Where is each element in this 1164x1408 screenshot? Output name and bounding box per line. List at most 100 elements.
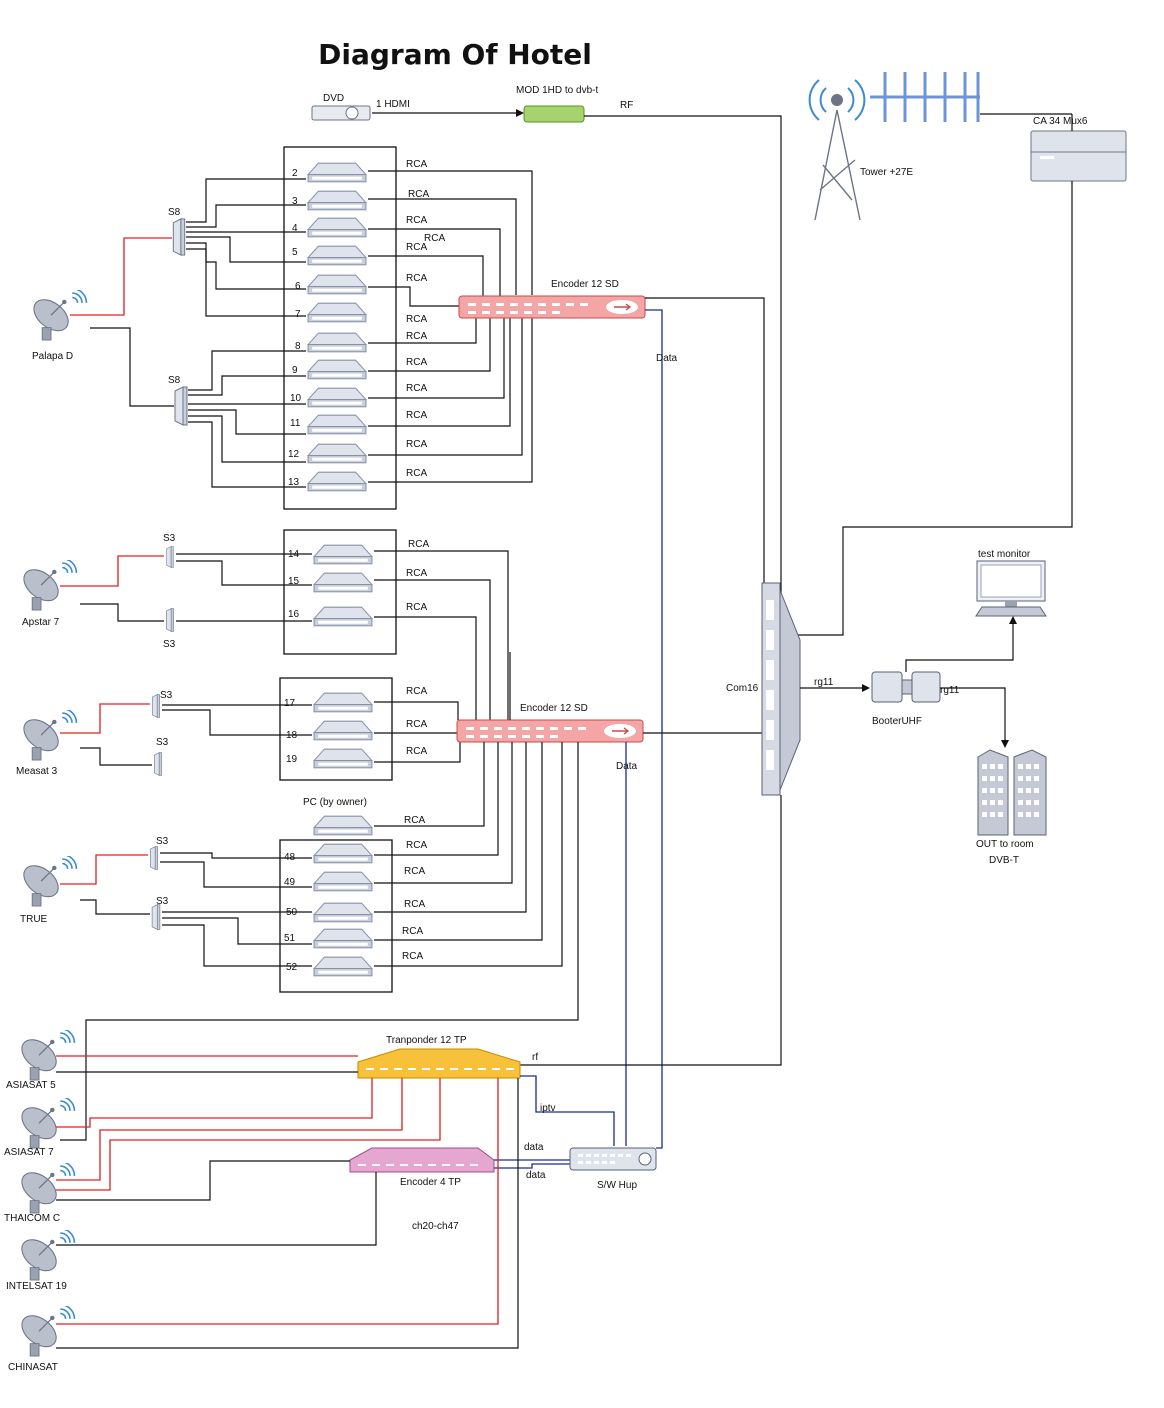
rca-label: RCA bbox=[406, 242, 427, 253]
splitter-label: S3 bbox=[156, 896, 169, 907]
receiver-number: 13 bbox=[288, 477, 300, 488]
combiner-com16: Com16 bbox=[726, 582, 801, 796]
pc-owner-label: PC (by owner) bbox=[303, 797, 367, 808]
splitter-icon bbox=[149, 846, 159, 870]
dish-icon bbox=[16, 1163, 76, 1214]
iptv-label: iptv bbox=[540, 1103, 556, 1114]
dish-label: THAICOM C bbox=[4, 1213, 60, 1224]
receiver-number: 3 bbox=[292, 196, 298, 207]
rg11-label-2: rg11 bbox=[940, 685, 960, 696]
dvbt-label: DVB-T bbox=[989, 855, 1019, 866]
tower-antenna: Tower +27E bbox=[808, 72, 980, 221]
receiver-number: 49 bbox=[284, 877, 296, 888]
encoder-1: Encoder 12 SD bbox=[458, 279, 646, 319]
receiver-number: 2 bbox=[292, 168, 298, 179]
rca-label: RCA bbox=[406, 602, 427, 613]
modulator-label: MOD 1HD to dvb-t bbox=[516, 85, 598, 96]
encoder-1-label: Encoder 12 SD bbox=[551, 279, 619, 290]
booster-label: BooterUHF bbox=[872, 716, 922, 727]
splitter-icon bbox=[166, 546, 174, 568]
rca-label: RCA bbox=[406, 468, 427, 479]
receiver-number: 11 bbox=[290, 418, 301, 429]
hdmi-label: 1 HDMI bbox=[376, 99, 410, 110]
receiver-group-2 bbox=[283, 529, 397, 655]
receivers-group-3 bbox=[313, 692, 373, 769]
transponder: Tranponder 12 TP bbox=[357, 1035, 521, 1079]
splitter-icon bbox=[172, 218, 186, 256]
splitter-label: S3 bbox=[156, 836, 169, 847]
dish-label: ASIASAT 5 bbox=[6, 1080, 56, 1091]
receiver-number: 15 bbox=[288, 576, 300, 587]
page-title: Diagram Of Hotel bbox=[318, 38, 592, 71]
encoder-2-label: Encoder 12 SD bbox=[520, 703, 588, 714]
ca-label: CA 34 Mux6 bbox=[1033, 116, 1088, 127]
building-icon: OUT to room DVB-T bbox=[976, 749, 1047, 866]
rca-label: RCA bbox=[406, 383, 427, 394]
out-room-label: OUT to room bbox=[976, 839, 1034, 850]
splitter-icon bbox=[151, 694, 161, 718]
data-lower-label-2: data bbox=[526, 1170, 546, 1181]
receiver-number: 12 bbox=[288, 449, 300, 460]
receivers-group-2 bbox=[313, 544, 373, 627]
booster-uhf: BooterUHF bbox=[871, 671, 941, 727]
rca-label: RCA bbox=[402, 951, 423, 962]
dish-icon bbox=[18, 856, 78, 907]
rca-label: RCA bbox=[406, 568, 427, 579]
splitter-icon bbox=[174, 386, 188, 426]
rf-top-label: RF bbox=[620, 100, 633, 111]
rg11-label-1: rg11 bbox=[814, 677, 834, 688]
splitter-icon bbox=[151, 904, 161, 930]
receiver-number: 7 bbox=[295, 309, 301, 320]
sw-hub-label: S/W Hup bbox=[597, 1180, 637, 1191]
splitter-icon bbox=[165, 608, 175, 632]
data-label-2: Data bbox=[616, 761, 638, 772]
dish-label: ASIASAT 7 bbox=[4, 1147, 54, 1158]
rca-label: RCA bbox=[404, 899, 425, 910]
splitter-label: S3 bbox=[156, 737, 169, 748]
splitter-label: S3 bbox=[160, 690, 173, 701]
dish-label: TRUE bbox=[20, 914, 48, 925]
dish-label: Palapa D bbox=[32, 351, 73, 362]
encoder-2: Encoder 12 SD bbox=[456, 703, 644, 743]
dish-icon bbox=[16, 1230, 76, 1281]
rca-label: RCA bbox=[406, 314, 427, 325]
rca-label: RCA bbox=[406, 719, 427, 730]
rca-label: RCA bbox=[402, 926, 423, 937]
dish-icon bbox=[18, 710, 78, 761]
dish-icon bbox=[18, 560, 78, 611]
rca-label: RCA bbox=[406, 840, 427, 851]
splitter-icon bbox=[153, 752, 163, 776]
receivers-group-1 bbox=[307, 162, 367, 492]
receiver-number: 8 bbox=[295, 341, 301, 352]
rca-label: RCA bbox=[406, 686, 427, 697]
data-label-1: Data bbox=[656, 353, 678, 364]
splitter-label: S3 bbox=[163, 533, 176, 544]
rca-label: RCA bbox=[424, 233, 445, 244]
receiver-number: 5 bbox=[292, 247, 298, 258]
rca-label: RCA bbox=[406, 746, 427, 757]
rca-label: RCA bbox=[404, 815, 425, 826]
receiver-number: 10 bbox=[290, 393, 302, 404]
transponder-label: Tranponder 12 TP bbox=[386, 1035, 467, 1046]
encoder-4tp-label: Encoder 4 TP bbox=[400, 1177, 461, 1188]
ca-mux-device: CA 34 Mux6 bbox=[1030, 116, 1127, 182]
rca-label: RCA bbox=[406, 331, 427, 342]
dish-label: Apstar 7 bbox=[22, 617, 60, 628]
splitter-label: S3 bbox=[163, 639, 176, 650]
rca-label: RCA bbox=[406, 159, 427, 170]
channels-label: ch20-ch47 bbox=[412, 1221, 459, 1232]
receiver-number: 19 bbox=[286, 754, 298, 765]
splitter-label: S8 bbox=[168, 207, 181, 218]
receiver-number: 9 bbox=[292, 365, 298, 376]
rca-label: RCA bbox=[406, 439, 427, 450]
dish-label: CHINASAT bbox=[8, 1362, 58, 1373]
receiver-number: 4 bbox=[292, 223, 298, 234]
receiver-number: 16 bbox=[288, 609, 300, 620]
receiver-group-3 bbox=[279, 677, 393, 781]
receiver-number: 51 bbox=[284, 933, 296, 944]
rca-label: RCA bbox=[406, 410, 427, 421]
receiver-number: 6 bbox=[295, 281, 301, 292]
receiver-group-1 bbox=[283, 146, 397, 510]
test-monitor: test monitor bbox=[975, 549, 1047, 617]
